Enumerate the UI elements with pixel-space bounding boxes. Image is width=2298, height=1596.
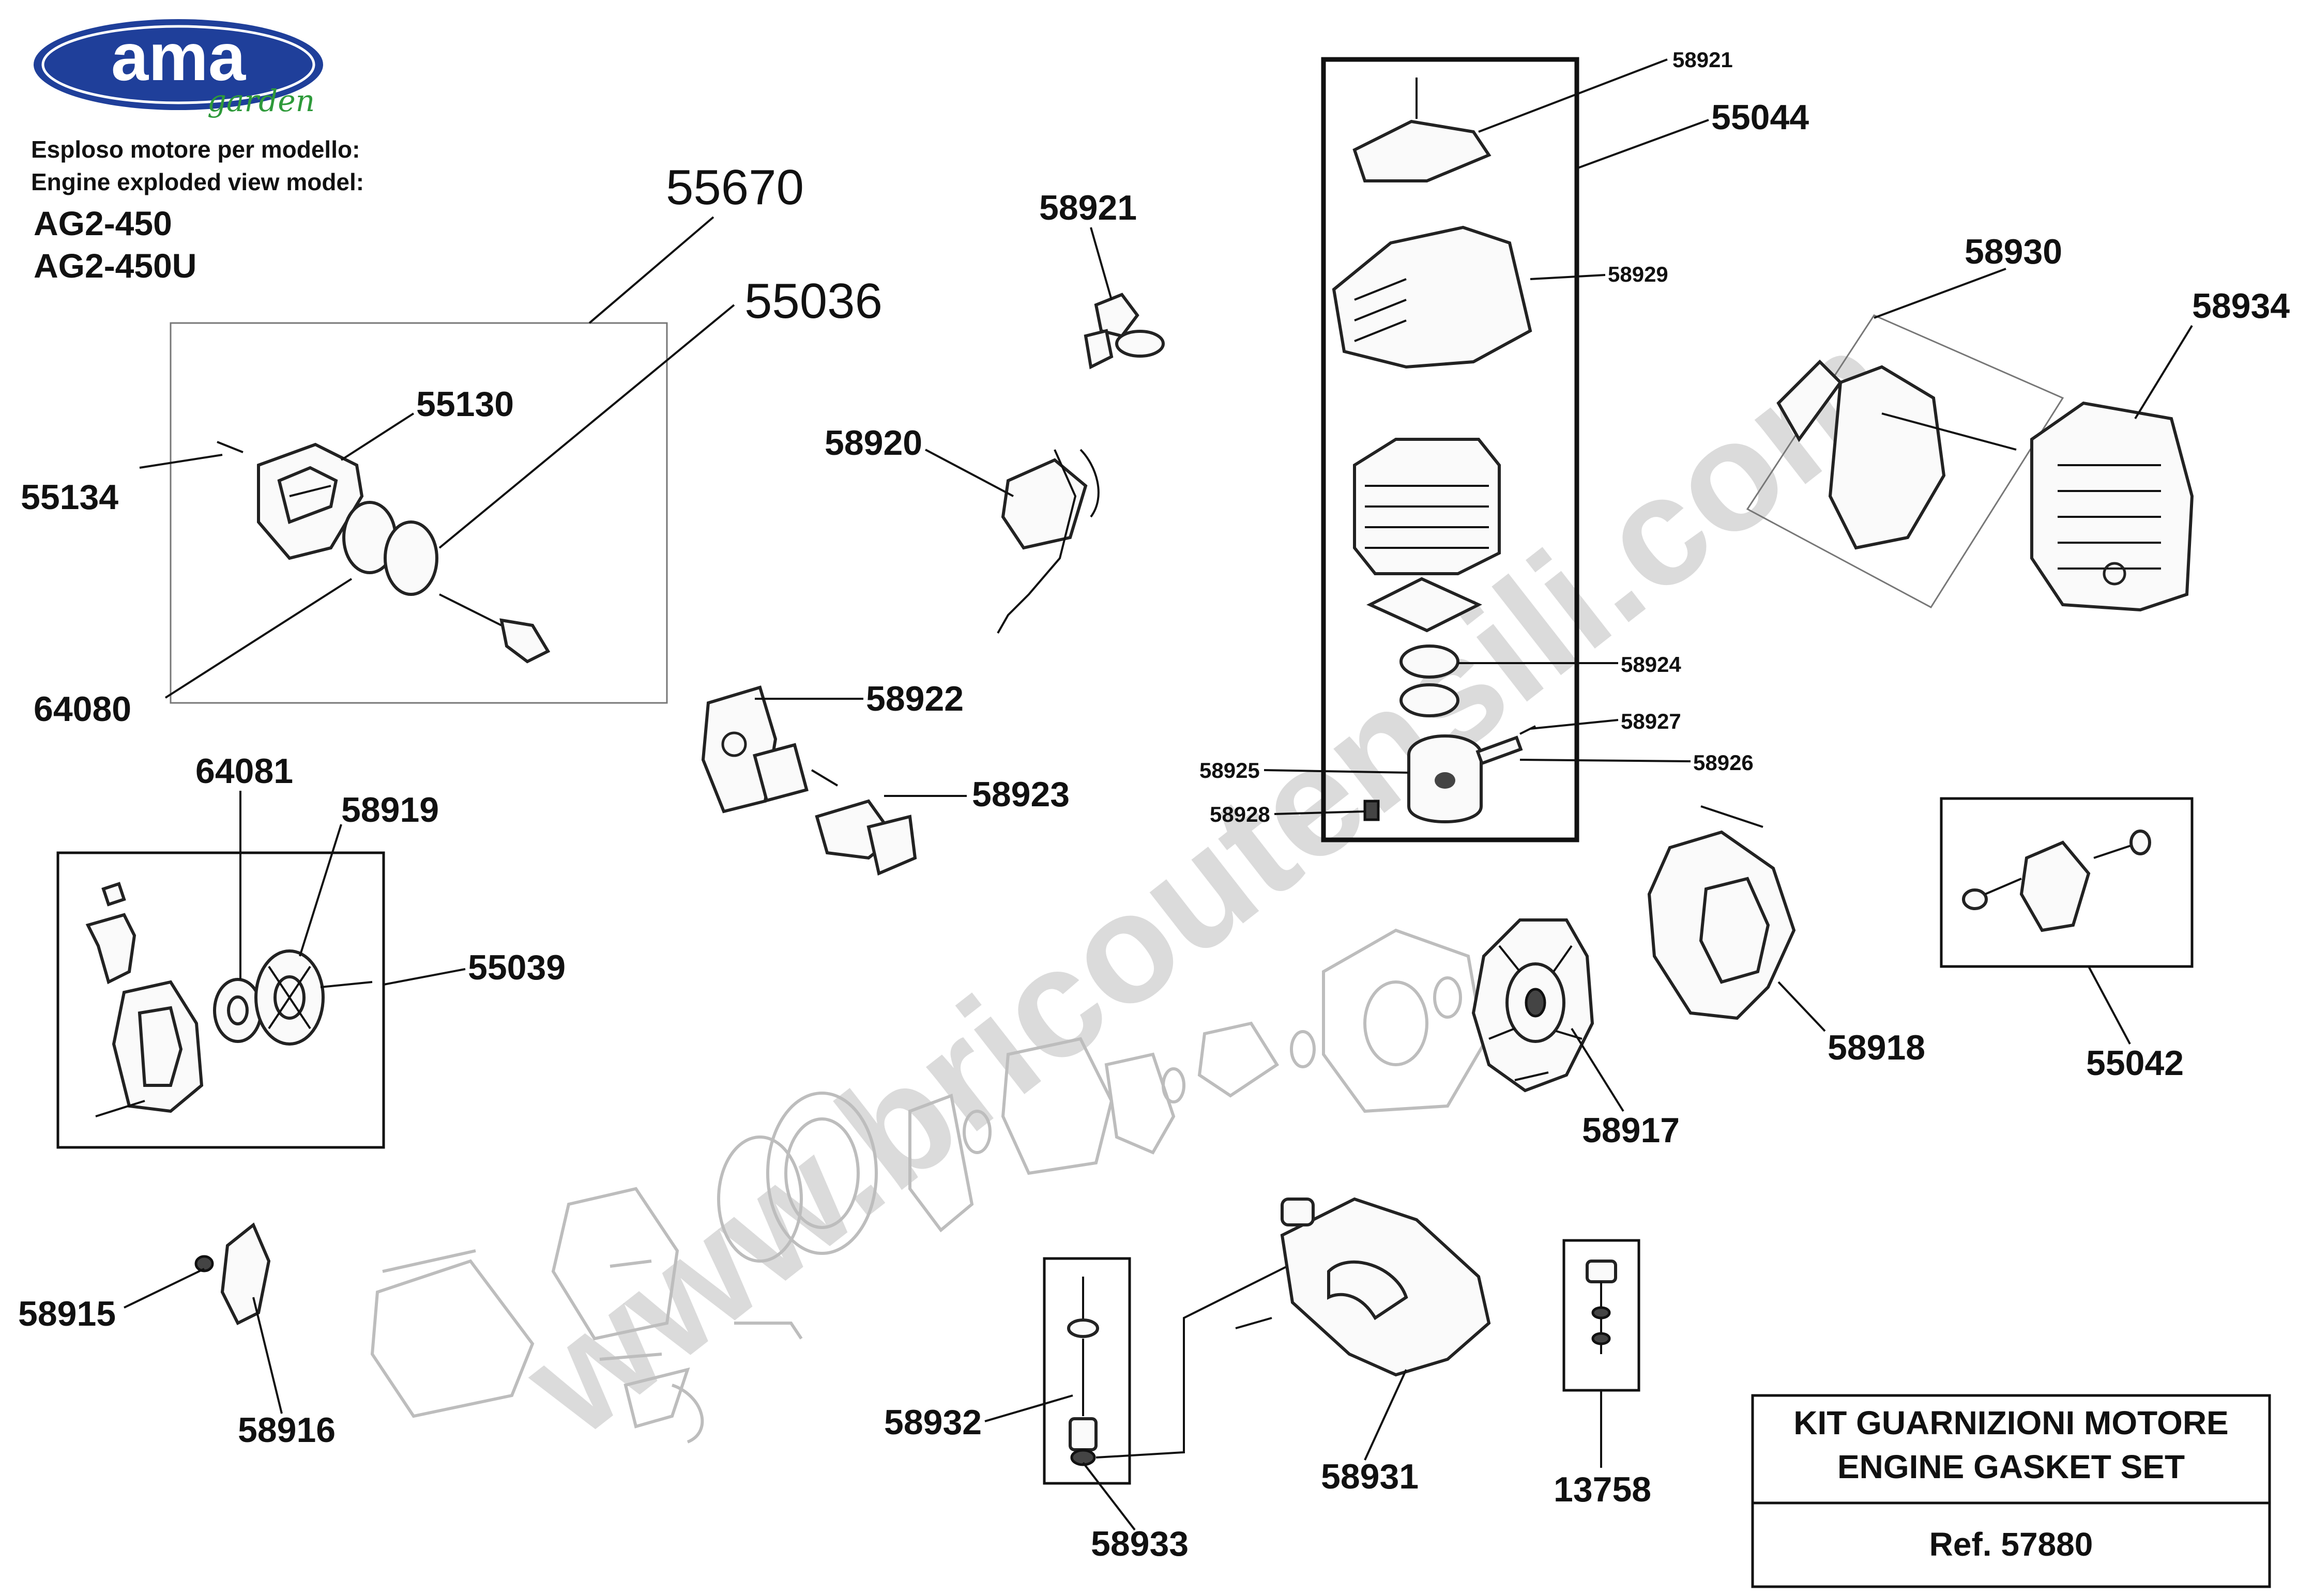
part-label-58921-screw: 58921 <box>1672 48 1733 72</box>
part-label-64080: 64080 <box>34 689 131 729</box>
part-label-55134: 55134 <box>21 478 118 517</box>
part-label-58927: 58927 <box>1621 709 1681 733</box>
kit-title-it: KIT GUARNIZIONI MOTORE <box>1793 1404 2228 1441</box>
part-label-58916: 58916 <box>238 1410 336 1450</box>
part-recoil-pulley-64081 <box>213 978 263 1043</box>
part-label-58926: 58926 <box>1693 750 1754 775</box>
group-box-55042 <box>1940 797 2194 968</box>
part-label-58921-fuel-cap: 58921 <box>1039 188 1137 227</box>
kit-reference-box: KIT GUARNIZIONI MOTORE ENGINE GASKET SET… <box>1751 1394 2271 1588</box>
part-label-58918: 58918 <box>1828 1028 1925 1067</box>
part-intake-58922 <box>701 685 809 814</box>
part-label-58919: 58919 <box>341 790 439 830</box>
part-muffler-58934 <box>2030 401 2194 612</box>
group-box-55670 <box>170 322 668 704</box>
part-label-58928: 58928 <box>1210 802 1270 826</box>
part-clutch-55042 <box>1962 830 2151 932</box>
part-label-58929: 58929 <box>1608 262 1668 286</box>
part-label-58934: 58934 <box>2192 286 2290 326</box>
part-bearing-58928 <box>1363 800 1380 821</box>
fuel-line <box>1095 1265 1288 1459</box>
part-label-58924: 58924 <box>1621 652 1681 677</box>
part-label-58930: 58930 <box>1965 232 2062 271</box>
part-muffler-gasket-58930 <box>1776 359 2017 550</box>
part-cover-55130 <box>257 442 364 560</box>
model-name-1: AG2-450 <box>34 204 172 242</box>
group-box-55039 <box>56 851 385 1149</box>
part-flywheel-58917 <box>1471 918 1594 1093</box>
header-line-it: Esploso motore per modello: <box>31 136 360 163</box>
part-label-58923: 58923 <box>972 775 1070 814</box>
part-label-55042: 55042 <box>2086 1043 2184 1083</box>
part-cylinder-top-cover <box>1352 78 1492 182</box>
part-cylinder <box>1353 438 1501 575</box>
part-piston-58925 <box>1407 734 1483 823</box>
part-piston-rings-58924 <box>1399 644 1459 717</box>
header-line-en: Engine exploded view model: <box>31 168 364 195</box>
part-label-58931: 58931 <box>1321 1457 1419 1496</box>
part-label-58933: 58933 <box>1091 1524 1189 1563</box>
part-carburetor-58920 <box>997 449 1100 634</box>
part-fuel-filter <box>1067 1277 1099 1466</box>
part-label-58917: 58917 <box>1582 1111 1680 1150</box>
model-name-2: AG2-450U <box>34 247 196 285</box>
group-box-55044 <box>1321 57 1579 842</box>
part-label-55130: 55130 <box>416 385 514 424</box>
part-fuel-tank-58931 <box>1235 1197 1491 1377</box>
brand-name: ama <box>111 19 247 95</box>
part-label-64081: 64081 <box>195 751 293 791</box>
part-label-55039: 55039 <box>468 948 566 987</box>
part-spark-plug <box>439 593 551 664</box>
kit-title-en: ENGINE GASKET SET <box>1837 1448 2185 1485</box>
part-label-58922: 58922 <box>866 679 964 718</box>
part-recoil-starter <box>85 882 204 1117</box>
part-fuel-cap-58921 <box>1084 293 1165 370</box>
part-label-58920: 58920 <box>825 423 922 463</box>
part-label-58915: 58915 <box>18 1294 116 1333</box>
brand-tagline: garden <box>207 83 315 118</box>
ghost-engine-assembly <box>370 928 1486 1444</box>
part-drive-58916 <box>194 1222 271 1326</box>
part-label-58932: 58932 <box>884 1403 982 1442</box>
part-fan-housing-58918 <box>1647 805 1796 1020</box>
brand-logo: ama garden <box>34 19 323 118</box>
part-label-13758: 13758 <box>1554 1470 1651 1509</box>
part-cylinder-shroud-58929 <box>1332 225 1532 369</box>
part-manifold-58923 <box>811 769 917 876</box>
part-cylinder-gasket <box>1366 577 1482 633</box>
group-box-58932 <box>1043 1257 1131 1485</box>
part-label-58925: 58925 <box>1199 758 1260 782</box>
part-label-55044: 55044 <box>1711 98 1809 137</box>
part-gasket-rings <box>342 501 438 596</box>
part-recoil-spring-58919 <box>254 949 373 1046</box>
part-bolt-55134 <box>217 441 244 453</box>
part-label-55036: 55036 <box>744 273 882 329</box>
part-label-55670: 55670 <box>666 160 804 215</box>
kit-ref-code: Ref. 57880 <box>1929 1526 2093 1563</box>
part-primer-13758 <box>1586 1260 1617 1354</box>
